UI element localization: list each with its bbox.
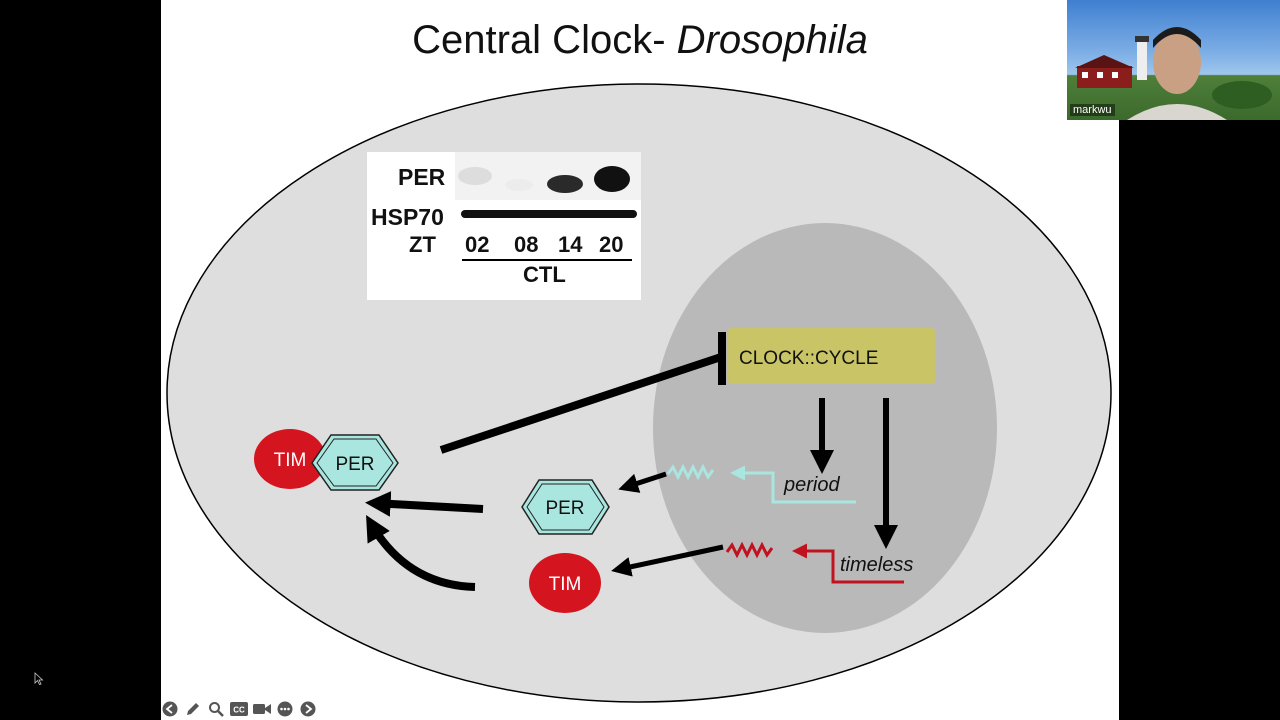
timeless-gene-label: timeless xyxy=(840,554,913,576)
timeless-mrna xyxy=(725,541,774,559)
captions-icon: CC xyxy=(230,702,248,716)
export-arrow-tim xyxy=(611,544,724,577)
pen-icon xyxy=(187,703,199,715)
presentation-toolbar: CC xyxy=(161,698,317,720)
slide-title-italic: Drosophila xyxy=(676,18,868,62)
complex-per xyxy=(311,434,399,491)
inhibition-line xyxy=(439,353,723,454)
zoom-button[interactable] xyxy=(207,700,225,718)
more-icon xyxy=(277,701,293,717)
complex-tim xyxy=(254,429,326,489)
blot-hsp70-label: HSP70 xyxy=(371,204,444,230)
back-button[interactable] xyxy=(161,700,179,718)
blot-group-label: CTL xyxy=(523,262,566,287)
per-protein-label: PER xyxy=(545,498,584,519)
mouse-cursor-icon xyxy=(34,672,44,685)
back-icon xyxy=(162,701,178,717)
more-button[interactable] xyxy=(276,700,294,718)
blot-lane-label: 02 xyxy=(465,232,490,257)
participant-video-tile[interactable]: markwu xyxy=(1067,0,1280,120)
per-protein xyxy=(521,479,610,535)
blot-lane-label: 14 xyxy=(558,232,583,257)
western-blot-image: PER HSP70 ZT 02 08 14 20 CTL xyxy=(367,152,641,300)
presentation-slide: Central Clock- Drosophila CLOCK::CYCLE xyxy=(161,0,1119,720)
captions-button[interactable]: CC xyxy=(230,700,248,718)
timeless-gene-line xyxy=(792,543,904,584)
clock-diagram: CLOCK::CYCLE period timeless PER TIM TIM xyxy=(166,83,1112,703)
forward-icon xyxy=(300,701,316,717)
camera-icon xyxy=(253,704,271,714)
video-feed xyxy=(1075,27,1272,120)
complex-tim-label: TIM xyxy=(274,450,307,471)
blot-bands xyxy=(455,152,641,261)
export-arrow-per xyxy=(618,471,667,493)
complex-per-inner xyxy=(316,438,394,487)
slide-title-main: Central Clock- xyxy=(412,18,677,62)
pen-button[interactable] xyxy=(184,700,202,718)
zoom-icon xyxy=(209,702,224,717)
blot-per-label: PER xyxy=(398,164,446,190)
forward-button[interactable] xyxy=(299,700,317,718)
period-gene-label: period xyxy=(783,474,840,496)
blot-zt-label: ZT xyxy=(409,232,436,257)
association-arrow-tim xyxy=(366,515,476,591)
slide-title: Central Clock- Drosophila xyxy=(161,18,1119,63)
tim-protein-label: TIM xyxy=(549,574,582,595)
blot-lane-label: 08 xyxy=(514,232,539,257)
association-arrow-per xyxy=(365,491,484,517)
clock-cycle-label: CLOCK::CYCLE xyxy=(739,348,878,369)
period-gene-line xyxy=(730,465,856,504)
period-mrna xyxy=(666,463,715,481)
captions-label: CC xyxy=(233,706,245,715)
clock-cycle-box xyxy=(728,328,935,384)
complex-per-label: PER xyxy=(335,454,374,475)
participant-name: markwu xyxy=(1070,104,1115,116)
tim-protein xyxy=(529,553,601,613)
camera-button[interactable] xyxy=(253,700,271,718)
per-protein-inner xyxy=(526,483,605,531)
blot-lane-label: 20 xyxy=(599,232,624,257)
